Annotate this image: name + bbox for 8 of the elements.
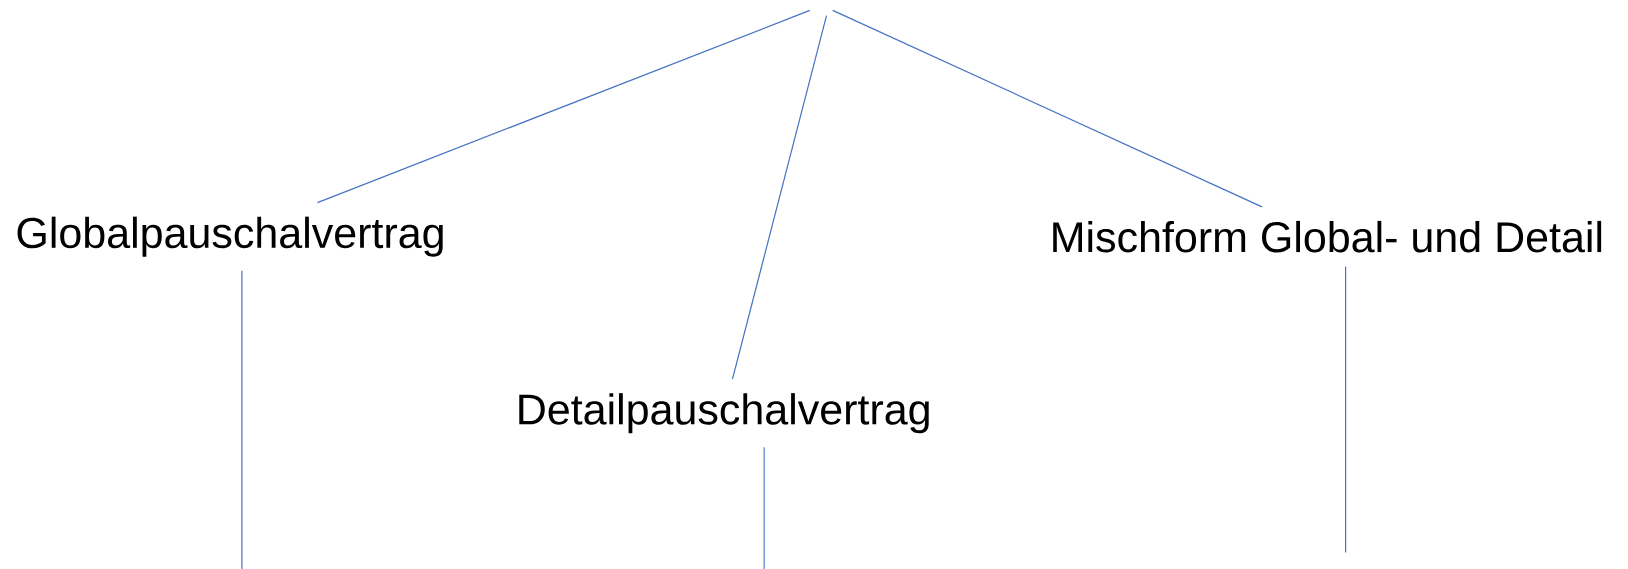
node-label: Globalpauschalvertrag (17, 216, 443, 257)
connector-line (241, 270, 243, 569)
connector-line (731, 15, 828, 380)
node-label: Mischform Global- und Detail (1053, 220, 1602, 253)
connector-line (316, 9, 811, 204)
connector-line (1345, 265, 1347, 553)
connector-line (832, 9, 1263, 208)
node-label: Detailpauschalvertrag (519, 393, 929, 434)
